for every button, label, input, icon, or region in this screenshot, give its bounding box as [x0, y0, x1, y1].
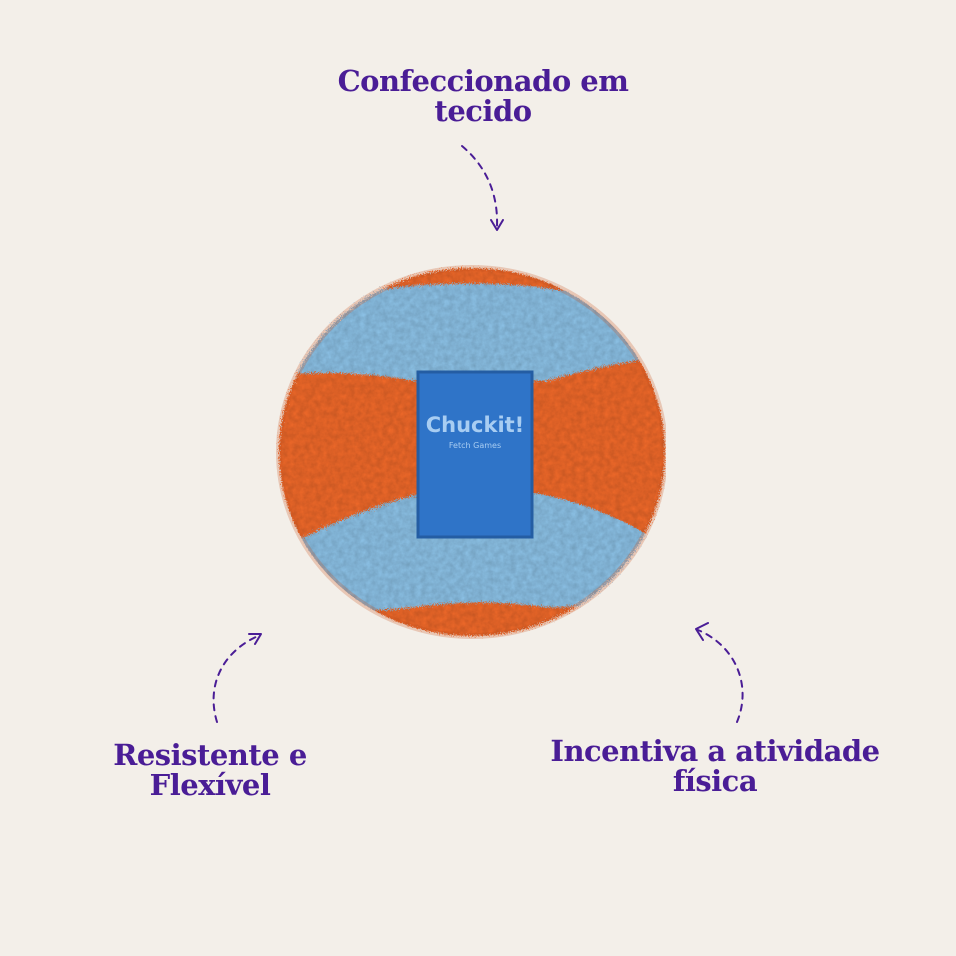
feature-fabric-line1: Confeccionado em	[337, 64, 629, 98]
plush-ball: Chuckit! Fetch Games	[266, 256, 668, 656]
feature-fabric: Confeccionado em tecido	[298, 66, 668, 126]
arrow-right-icon	[697, 629, 744, 723]
arrow-left-icon	[212, 635, 259, 723]
feature-resistant-line1: Resistente e	[113, 738, 307, 772]
feature-resistant: Resistente e Flexível	[90, 740, 330, 800]
feature-activity-line1: Incentiva a atividade	[550, 734, 880, 768]
brand-tagline: Fetch Games	[449, 441, 501, 450]
feature-activity: Incentiva a atividade física	[520, 736, 910, 796]
feature-resistant-line2: Flexível	[149, 768, 271, 802]
brand-name: Chuckit!	[426, 413, 525, 437]
arrow-top-icon	[461, 145, 499, 227]
feature-fabric-line2: tecido	[434, 94, 532, 128]
brand-label: Chuckit! Fetch Games	[416, 370, 534, 539]
feature-activity-line2: física	[672, 764, 758, 798]
